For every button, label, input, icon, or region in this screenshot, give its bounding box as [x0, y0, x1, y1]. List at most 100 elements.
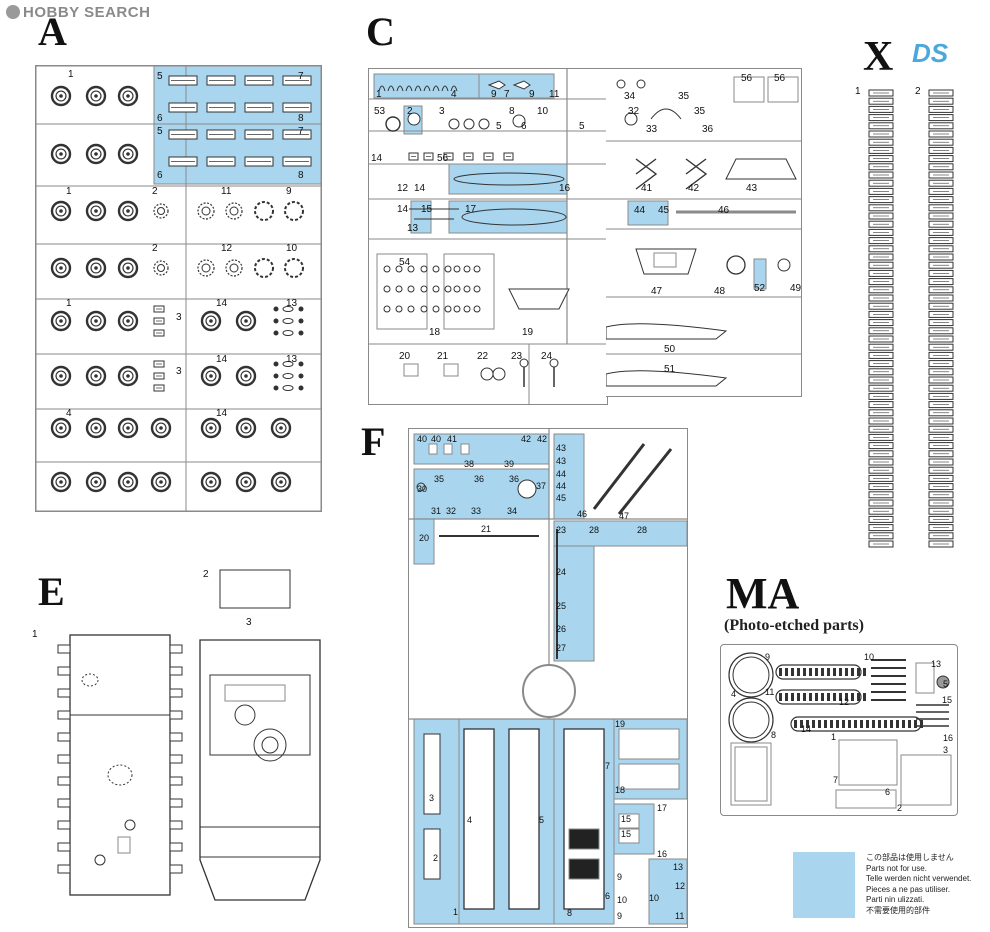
- part-number: 30: [417, 484, 427, 494]
- plate-part: [618, 763, 680, 790]
- etched-link: [845, 693, 848, 701]
- part-number: 56: [741, 73, 753, 84]
- hull-upper-part: [69, 634, 171, 896]
- part-number: 40: [417, 434, 427, 444]
- etched-link: [809, 668, 812, 676]
- part-number: 50: [664, 344, 676, 355]
- fender-bracket: [57, 776, 71, 786]
- hull-detail: [261, 736, 279, 754]
- road-wheel-center: [94, 426, 98, 430]
- fender-bracket: [169, 710, 183, 720]
- grille-detail: [453, 285, 461, 293]
- idler-wheel: [284, 258, 304, 278]
- part-number: 28: [637, 525, 647, 535]
- bolt: [298, 373, 304, 379]
- etched-grille-disc: [936, 675, 950, 689]
- fender-bracket: [169, 776, 183, 786]
- part-number: 16: [943, 733, 953, 743]
- etched-link: [824, 720, 827, 728]
- etched-ring: [728, 652, 774, 698]
- part-number: 31: [431, 506, 441, 516]
- part-number: 17: [465, 204, 477, 215]
- road-wheel-hub: [205, 476, 217, 488]
- ma-caption: (Photo-etched parts): [724, 617, 864, 634]
- road-wheel-hub: [155, 476, 167, 488]
- etched-link: [794, 720, 797, 728]
- etched-link: [863, 668, 866, 676]
- road-wheel-center: [59, 266, 63, 270]
- grille-detail: [453, 305, 461, 313]
- part-number: 6: [157, 170, 163, 181]
- road-wheel-center: [126, 209, 130, 213]
- part-number: 25: [556, 601, 566, 611]
- road-wheel-hub: [122, 476, 134, 488]
- road-wheel-hub: [90, 422, 102, 434]
- rod-head: [519, 358, 529, 368]
- part-number: 21: [481, 524, 491, 534]
- part-number: 10: [649, 893, 659, 903]
- part-number: 43: [556, 456, 566, 466]
- road-wheel-hub: [55, 370, 67, 382]
- bolt-head: [282, 361, 294, 367]
- hook-part: [405, 85, 413, 92]
- hatch-detail: [653, 252, 677, 268]
- etched-link: [833, 693, 836, 701]
- part-number: 8: [298, 170, 304, 181]
- bolt: [298, 318, 304, 324]
- etched-link: [791, 693, 794, 701]
- fender-bracket: [169, 732, 183, 742]
- part-number: 45: [556, 493, 566, 503]
- road-wheel-center: [94, 480, 98, 484]
- bolt-head: [282, 373, 294, 379]
- part-number: 10: [286, 243, 298, 254]
- sprocket-hub: [201, 206, 211, 216]
- etched-link: [821, 693, 824, 701]
- road-wheel-hub: [90, 205, 102, 217]
- fender-bracket: [57, 798, 71, 808]
- part-number: 13: [407, 223, 419, 234]
- hook-part: [441, 85, 449, 92]
- road-wheel-center: [279, 480, 283, 484]
- part-number: 56: [437, 153, 449, 164]
- etched-frame-part: [838, 739, 898, 786]
- sprocket: [197, 202, 215, 220]
- fender-part: [605, 370, 728, 387]
- etched-link: [797, 668, 800, 676]
- part-number: 2: [897, 803, 902, 813]
- part-number: 39: [504, 459, 514, 469]
- grille-detail: [473, 305, 481, 313]
- part-number: 3: [943, 745, 948, 755]
- hull-detail: [224, 684, 286, 702]
- sprocket: [197, 259, 215, 277]
- fender-bracket: [169, 666, 183, 676]
- road-wheel-hub: [205, 370, 217, 382]
- road-wheel-hub: [55, 148, 67, 160]
- etched-link: [845, 668, 848, 676]
- bolt-head: [282, 330, 294, 336]
- hook-part: [414, 85, 422, 92]
- part-number: 9: [765, 652, 770, 662]
- road-wheel-center: [244, 374, 248, 378]
- etched-link: [839, 693, 842, 701]
- part-number: 15: [621, 829, 631, 839]
- sprue-gate-ring: [522, 664, 576, 718]
- logo-icon: [6, 5, 20, 19]
- road-wheel-center: [126, 426, 130, 430]
- bolt-head: [282, 318, 294, 324]
- road-wheel-hub: [275, 476, 287, 488]
- sprue-label-a: A: [38, 9, 67, 54]
- part-number: 10: [537, 106, 549, 117]
- etched-link: [854, 720, 857, 728]
- hull-detail: [209, 674, 311, 756]
- road-wheel-hub: [55, 90, 67, 102]
- road-wheel-center: [279, 426, 283, 430]
- part-number: 42: [537, 434, 547, 444]
- plate-part: [618, 728, 680, 760]
- legend-line-zh: 不需要使用的部件: [866, 905, 930, 915]
- part-number: 21: [437, 351, 449, 362]
- part-number: 46: [718, 205, 730, 216]
